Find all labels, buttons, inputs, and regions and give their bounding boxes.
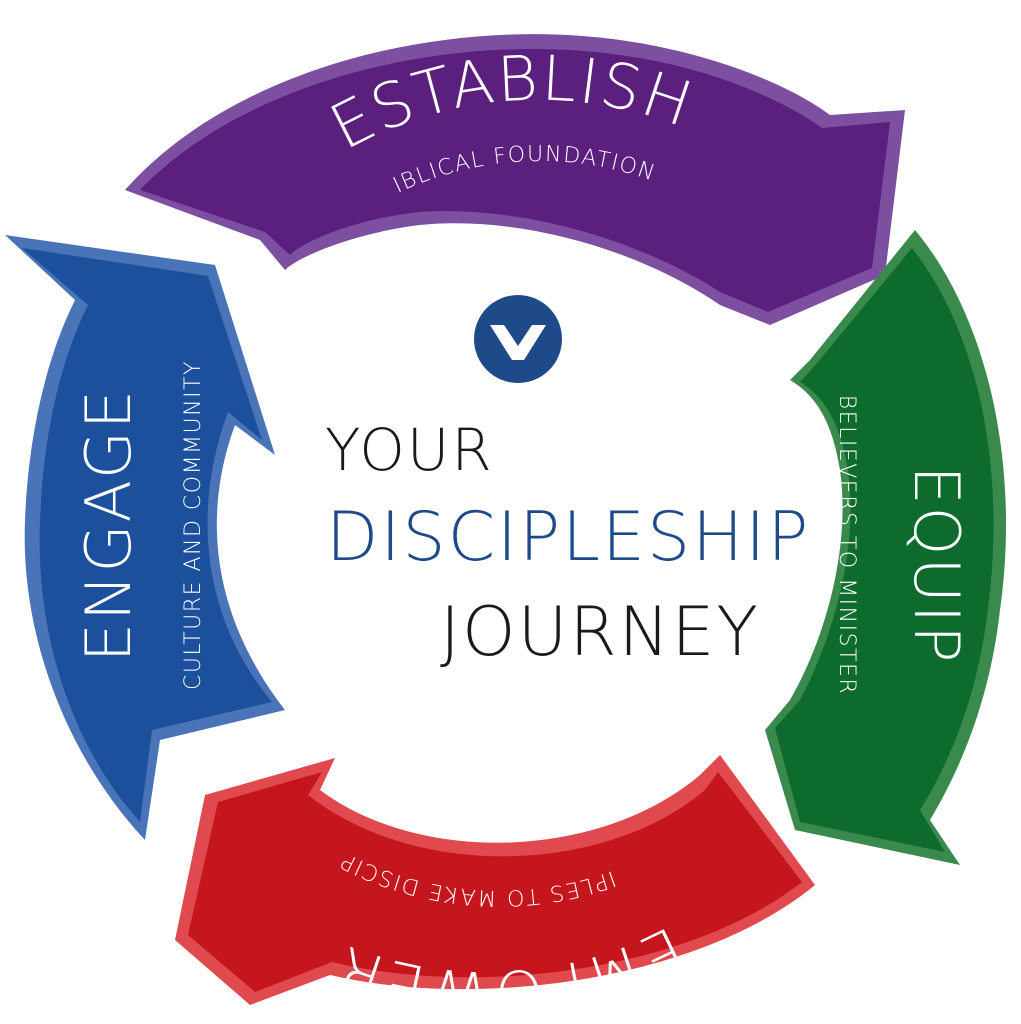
establish-arrow-body — [140, 49, 890, 313]
logo-chevron — [490, 325, 546, 360]
center-line-your: YOUR — [325, 416, 494, 484]
empower-arrow-body — [188, 772, 802, 992]
center-line-discipleship: DISCIPLESHIP — [326, 498, 810, 577]
engage-title: ENGAGE — [72, 388, 145, 662]
engage-arrow-body — [22, 248, 272, 822]
establish-arrow — [125, 34, 905, 325]
equip-arrow-body — [775, 248, 994, 852]
equip-arrow — [765, 230, 1007, 865]
empower-arrow — [175, 755, 815, 1005]
equip-title: EQUIP — [900, 465, 973, 664]
equip-subtitle: BELIEVERS TO MINISTER — [834, 395, 859, 695]
engage-arrow — [5, 235, 285, 840]
center-line-journey: JOURNEY — [440, 593, 760, 672]
chevron-down-circle-icon — [474, 295, 562, 383]
logo-circle — [474, 295, 562, 383]
engage-subtitle: CULTURE AND COMMUNITY — [181, 360, 206, 690]
